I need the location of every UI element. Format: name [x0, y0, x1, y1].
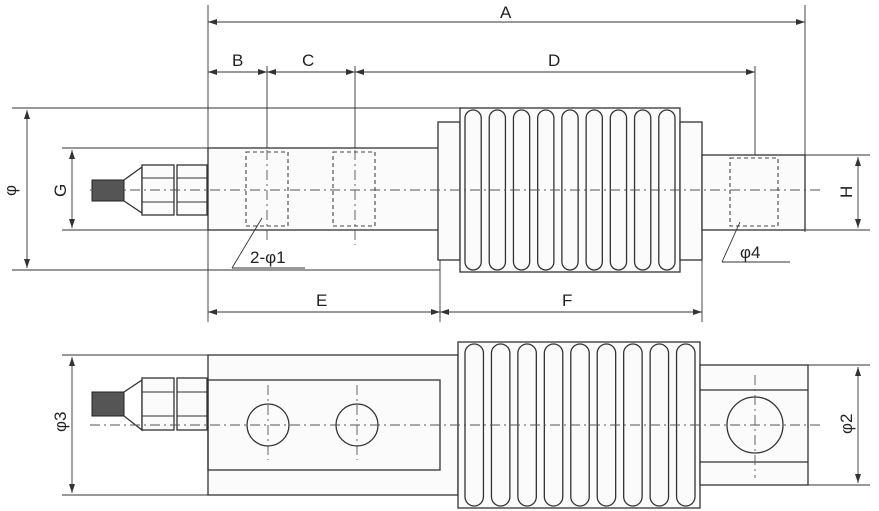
dim-A-label: A: [500, 3, 512, 22]
cable-connector: [91, 164, 208, 216]
dim-B-label: B: [232, 51, 243, 70]
dim-phi-label: φ: [1, 185, 20, 196]
cable-connector-top: [91, 377, 208, 432]
hole-phi4-label: φ4: [740, 243, 760, 262]
cell-end: [701, 154, 806, 231]
dim-E-label: E: [316, 291, 327, 310]
dim-H-label: H: [837, 186, 856, 198]
dim-C-label: C: [302, 51, 314, 70]
top-view: φ3 φ2: [51, 341, 870, 509]
dim-D-label: D: [548, 51, 560, 70]
hole-2-phi1-label: 2-φ1: [250, 248, 286, 267]
cell-body: [207, 147, 441, 231]
dim-phi3-label: φ3: [51, 412, 70, 432]
dim-F-label: F: [562, 291, 572, 310]
dim-G-label: G: [51, 184, 70, 197]
side-view: A B C D φ G H E F 2-φ: [1, 3, 870, 322]
dim-phi2-label: φ2: [837, 414, 856, 434]
